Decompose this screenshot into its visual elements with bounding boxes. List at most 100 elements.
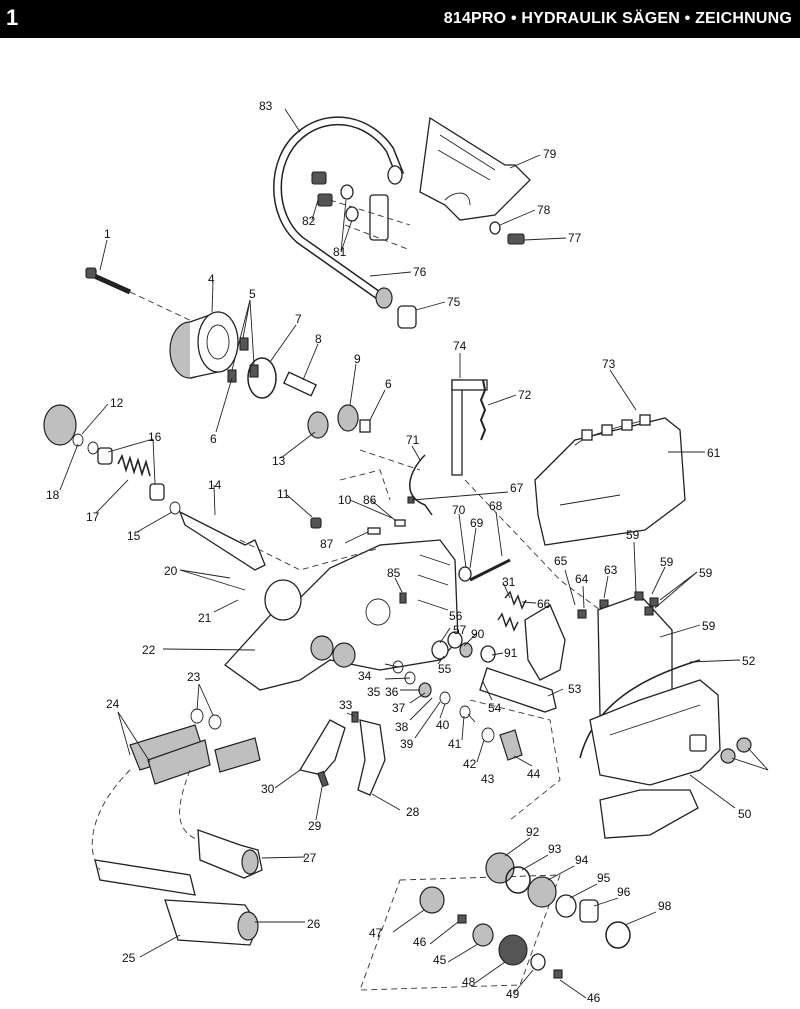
main-body-part: [224, 539, 459, 691]
callout-85: 85: [387, 566, 401, 580]
long-bolt-part: [88, 271, 132, 295]
callout-46: 46: [413, 935, 427, 949]
sprocket-48: [498, 934, 528, 966]
callout-72: 72: [518, 388, 532, 402]
callout-14: 14: [208, 478, 222, 492]
callout-64: 64: [575, 572, 589, 586]
callout-73: 73: [602, 357, 616, 371]
ring-56: [447, 631, 463, 649]
band-52: [579, 659, 701, 759]
bushing-96: [579, 899, 599, 923]
gear-9: [337, 404, 359, 432]
callout-48: 48: [462, 975, 476, 989]
sprocket-45: [472, 923, 494, 947]
cap-12: [43, 404, 77, 446]
callout-59: 59: [660, 555, 674, 569]
callout-20: 20: [164, 564, 178, 578]
callout-12: 12: [110, 396, 124, 410]
ring-34: [392, 660, 404, 674]
shaft-14: [178, 510, 266, 571]
fitting-24b: [147, 739, 211, 785]
callout-92: 92: [526, 825, 540, 839]
o-ring-7: [247, 357, 277, 399]
callout-66: 66: [537, 597, 551, 611]
callout-57: 57: [453, 623, 467, 637]
callout-7: 7: [295, 312, 302, 326]
callout-53: 53: [568, 682, 582, 696]
o-ring-23b: [208, 714, 222, 730]
ring-57: [459, 642, 473, 658]
bushing-16: [97, 447, 113, 465]
ring-43: [481, 727, 495, 743]
callout-37: 37: [392, 701, 406, 715]
fitting-22: [214, 737, 261, 773]
pin-6: [359, 419, 371, 433]
callout-86: 86: [363, 493, 377, 507]
page-number: 1: [6, 5, 19, 30]
callout-6: 6: [210, 432, 217, 446]
callout-55: 55: [438, 662, 452, 676]
nut-50a: [736, 737, 752, 753]
rod-74: [451, 379, 463, 476]
handle-end-cap: [387, 165, 403, 185]
callout-1: 1: [104, 227, 111, 241]
motor-housing-part: [197, 311, 239, 373]
callout-28: 28: [406, 805, 420, 819]
shoe-part: [599, 789, 699, 839]
callout-33: 33: [339, 698, 353, 712]
nut-46a: [457, 914, 467, 924]
nut-46b: [553, 969, 563, 979]
callout-76: 76: [413, 265, 427, 279]
bushing-55: [431, 640, 449, 660]
spring-31: [497, 612, 519, 632]
ring-91: [480, 645, 496, 663]
chain-72: [479, 379, 487, 441]
callout-40: 40: [436, 718, 450, 732]
callout-59: 59: [702, 619, 716, 633]
callout-68: 68: [489, 499, 503, 513]
ring-98: [605, 921, 631, 949]
callout-90: 90: [471, 627, 485, 641]
callout-26: 26: [307, 917, 321, 931]
callout-18: 18: [46, 488, 60, 502]
pin-33: [351, 711, 359, 723]
bolt-head-82b: [317, 193, 333, 207]
callout-59: 59: [626, 528, 640, 542]
shaft-8: [283, 371, 317, 397]
callout-6: 6: [385, 377, 392, 391]
callout-8: 8: [315, 332, 322, 346]
callout-91: 91: [504, 646, 518, 660]
callout-49: 49: [506, 987, 520, 1001]
guard-plate-part: [419, 116, 531, 221]
callout-75: 75: [447, 295, 461, 309]
callout-36: 36: [385, 685, 399, 699]
clip-71: [409, 454, 433, 516]
callout-93: 93: [548, 842, 562, 856]
callout-15: 15: [127, 529, 141, 543]
ring-95: [555, 894, 577, 918]
callout-10: 10: [338, 493, 352, 507]
pin-5a: [239, 337, 249, 351]
handle-tube-end: [375, 287, 393, 309]
callout-54: 54: [488, 701, 502, 715]
plate-65: [524, 604, 566, 681]
callout-24: 24: [106, 697, 120, 711]
ring-39: [439, 691, 451, 705]
lever-30: [298, 719, 346, 776]
callout-94: 94: [575, 853, 589, 867]
hose-25: [94, 859, 196, 896]
callout-46: 46: [587, 991, 601, 1005]
callout-45: 45: [433, 953, 447, 967]
nut-50b: [720, 748, 736, 764]
callout-78: 78: [537, 203, 551, 217]
callout-30: 30: [261, 782, 275, 796]
callout-87: 87: [320, 537, 334, 551]
callout-11: 11: [277, 487, 290, 501]
exploded-parts-diagram: 1 4 5 6 6 7 8 9 10 11 12 13 14 15 16 17 …: [43, 99, 769, 1005]
callout-16: 16: [148, 430, 162, 444]
callout-98: 98: [658, 899, 672, 913]
callout-96: 96: [617, 885, 631, 899]
callout-41: 41: [448, 737, 462, 751]
bolt-head-82: [311, 171, 327, 185]
washer-81b: [345, 206, 359, 222]
